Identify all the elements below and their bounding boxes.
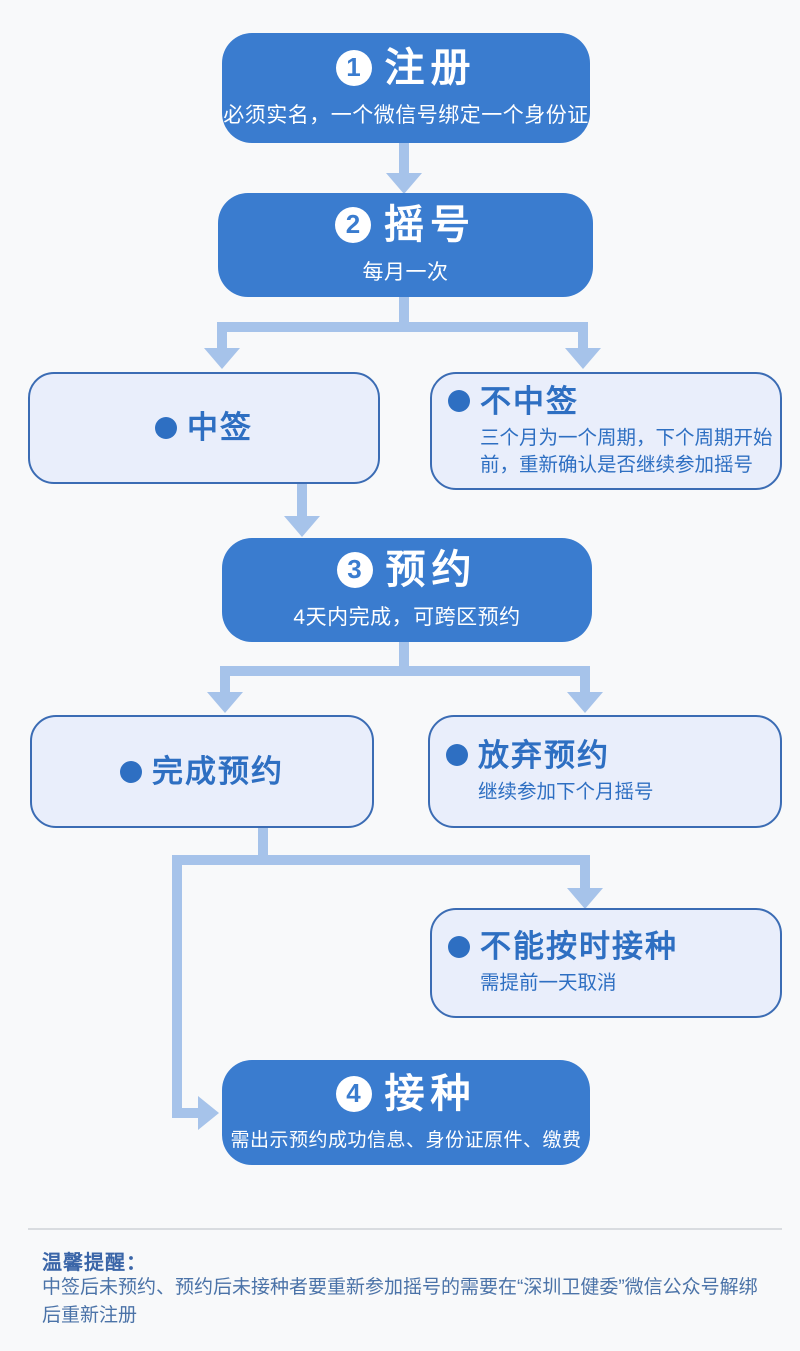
connector-stem: [220, 676, 230, 692]
arrow-down-icon: [207, 692, 243, 713]
step-register-title-row: 1 注册: [335, 45, 477, 90]
step-subtitle: 每月一次: [362, 260, 449, 284]
outcome-title: 中签: [187, 410, 253, 446]
step-title: 预约: [385, 547, 478, 592]
connector-stem: [580, 676, 590, 692]
connector-stem: [217, 332, 227, 348]
bullet-icon: [448, 390, 470, 413]
outcome-title: 放弃预约: [478, 737, 610, 773]
bullet-icon: [155, 417, 177, 439]
connector-bar: [172, 855, 590, 865]
outcome-subtitle: 需提前一天取消: [480, 972, 617, 995]
arrow-down-icon: [204, 348, 240, 369]
connector-stem: [578, 332, 588, 348]
step-box-vaccination: 4 接种 需出示预约成功信息、身份证原件、缴费: [222, 1060, 590, 1165]
arrow-down-icon: [565, 348, 601, 369]
step-number-badge: 4: [335, 1075, 372, 1112]
step-box-register: 1 注册 必须实名，一个微信号绑定一个身份证: [222, 33, 590, 143]
outcome-subtitle: 三个月为一个周期，下个周期开始前，重新确认是否继续参加摇号: [480, 426, 773, 477]
arrow-down-icon: [386, 173, 422, 194]
connector-stem: [399, 297, 409, 322]
step-vaccination-title-row: 4 接种: [335, 1071, 477, 1116]
step-number-badge: 3: [336, 551, 373, 588]
outcome-title-row: 放弃预约: [446, 737, 780, 774]
bullet-icon: [448, 935, 470, 958]
outcome-title-row: 完成预约: [120, 753, 284, 790]
connector-stem: [399, 642, 409, 666]
outcome-box-lose: 不中签 三个月为一个周期，下个周期开始前，重新确认是否继续参加摇号: [430, 372, 782, 490]
connector-bar: [172, 1108, 198, 1118]
outcome-title-row: 中签: [155, 409, 253, 446]
step-box-appointment: 3 预约 4天内完成，可跨区预约: [222, 538, 592, 642]
step-subtitle: 必须实名，一个微信号绑定一个身份证: [223, 103, 589, 127]
step-subtitle: 需出示预约成功信息、身份证原件、缴费: [230, 1129, 582, 1151]
connector-bar: [217, 322, 588, 332]
bullet-icon: [120, 760, 142, 783]
step-number-badge: 1: [335, 49, 372, 86]
step-box-lottery: 2 摇号 每月一次: [218, 193, 593, 297]
note-heading: 温馨提醒：: [42, 1252, 147, 1274]
outcome-box-appointment-done: 完成预约: [30, 715, 374, 828]
outcome-title-row: 不中签: [448, 383, 780, 420]
outcome-box-cannot-attend: 不能按时接种 需提前一天取消: [430, 908, 782, 1018]
step-title: 接种: [384, 1071, 477, 1116]
outcome-title: 不中签: [480, 383, 579, 419]
outcome-subtitle: 继续参加下个月摇号: [478, 780, 654, 803]
outcome-title: 完成预约: [152, 753, 284, 789]
step-appointment-title-row: 3 预约: [336, 547, 478, 592]
step-lottery-title-row: 2 摇号: [335, 205, 476, 245]
outcome-title: 不能按时接种: [480, 929, 678, 965]
connector-stem: [172, 865, 182, 1118]
note-body: 中签后未预约、预约后未接种者要重新参加摇号的需要在“深圳卫健委”微信公众号解绑后…: [42, 1277, 758, 1326]
connector-stem: [297, 484, 307, 516]
step-title: 摇号: [384, 202, 476, 247]
arrow-down-icon: [284, 516, 320, 537]
arrow-down-icon: [567, 692, 603, 713]
arrow-right-icon: [198, 1096, 219, 1130]
outcome-box-win: 中签: [28, 372, 380, 484]
step-subtitle: 4天内完成，可跨区预约: [293, 605, 521, 629]
connector-stem: [399, 143, 409, 173]
connector-stem: [580, 865, 590, 888]
arrow-down-icon: [567, 888, 603, 909]
bullet-icon: [446, 744, 468, 767]
step-number-badge: 2: [335, 206, 371, 243]
connector-bar: [220, 666, 590, 676]
outcome-title-row: 不能按时接种: [448, 928, 780, 965]
step-title: 注册: [384, 45, 477, 90]
connector-stem: [258, 828, 268, 855]
divider: [28, 1228, 782, 1230]
outcome-box-appointment-abandon: 放弃预约 继续参加下个月摇号: [428, 715, 782, 828]
